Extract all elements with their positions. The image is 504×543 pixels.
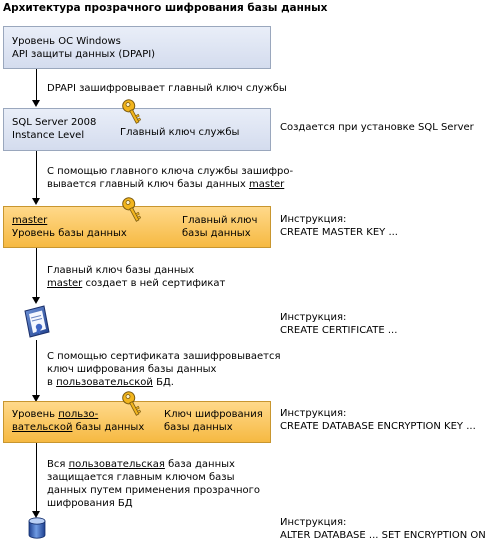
arrow-line-3 [36,248,37,298]
certificate-icon [24,305,50,338]
db-encryption-key-label-1: Ключ шифрования [164,409,263,420]
windows-level-label: Уровень ОС Windows [12,36,121,47]
dek-instruction-stmt: CREATE DATABASE ENCRYPTION KEY ... [280,421,476,432]
alter-instruction-stmt: ALTER DATABASE ... SET ENCRYPTION ON [280,530,486,541]
windows-level-box: Уровень ОС Windows API защиты данных (DP… [3,26,271,69]
diagram-title: Архитектура прозрачного шифрования базы … [3,2,328,14]
sql-install-note: Создается при установке SQL Server [280,122,474,133]
db-encryption-key-label-2: базы данных [164,422,233,433]
arrow-text-5-line2: защищается главным ключом базы [47,472,235,483]
sqlserver-label: SQL Server 2008 [12,117,97,128]
key-icon [122,391,142,416]
cert-instruction-stmt: CREATE CERTIFICATE ... [280,325,398,336]
arrow-line-4 [36,340,37,396]
key-icon [122,197,142,222]
arrow-head-1 [32,100,40,107]
database-icon [28,517,46,539]
instance-level-label: Instance Level [12,130,85,141]
arrow-head-4 [32,395,40,402]
arrow-head-5 [32,511,40,518]
arrow-text-4-line3: в пользовательской БД. [47,377,174,388]
user-db-level-line2: вательской базы данных [12,422,145,433]
cert-instruction-label: Инструкция: [280,312,347,323]
master-instruction-stmt: CREATE MASTER KEY ... [280,227,398,238]
dek-instruction-label: Инструкция: [280,408,347,419]
db-master-key-label-2: базы данных [182,228,251,239]
master-instruction-label: Инструкция: [280,214,347,225]
db-master-key-label-1: Главный ключ [182,215,258,226]
arrow-line-5 [36,443,37,513]
arrow-text-3-line1: Главный ключ базы данных [47,265,195,276]
arrow-text-1: DPAPI зашифровывает главный ключ службы [47,83,287,94]
dpapi-label: API защиты данных (DPAPI) [12,49,156,60]
key-icon [122,99,142,124]
alter-instruction-label: Инструкция: [280,517,347,528]
arrow-line-2 [36,151,37,199]
user-db-level-line1: Уровень пользо- [12,409,99,420]
service-master-key-label: Главный ключ службы [120,127,240,138]
database-level-label: Уровень базы данных [12,228,127,239]
arrow-head-3 [32,297,40,304]
arrow-text-2-line1: С помощью главного ключа службы зашифро- [47,166,294,177]
arrow-text-5-line1: Вся пользовательская база данных [47,459,235,470]
arrow-text-4-line2: ключ шифрования базы данных [47,364,217,375]
arrow-text-3-line2: master создает в ней сертификат [47,278,226,289]
arrow-head-2 [32,198,40,205]
arrow-text-2-line2: вывается главный ключ базы данных master [47,179,285,190]
arrow-text-5-line3: данных путем применения прозрачного [47,485,261,496]
master-label: master [12,215,48,226]
arrow-line-1 [36,69,37,101]
arrow-text-4-line1: С помощью сертификата зашифровывается [47,351,281,362]
arrow-text-5-line4: шифрования БД [47,498,133,509]
